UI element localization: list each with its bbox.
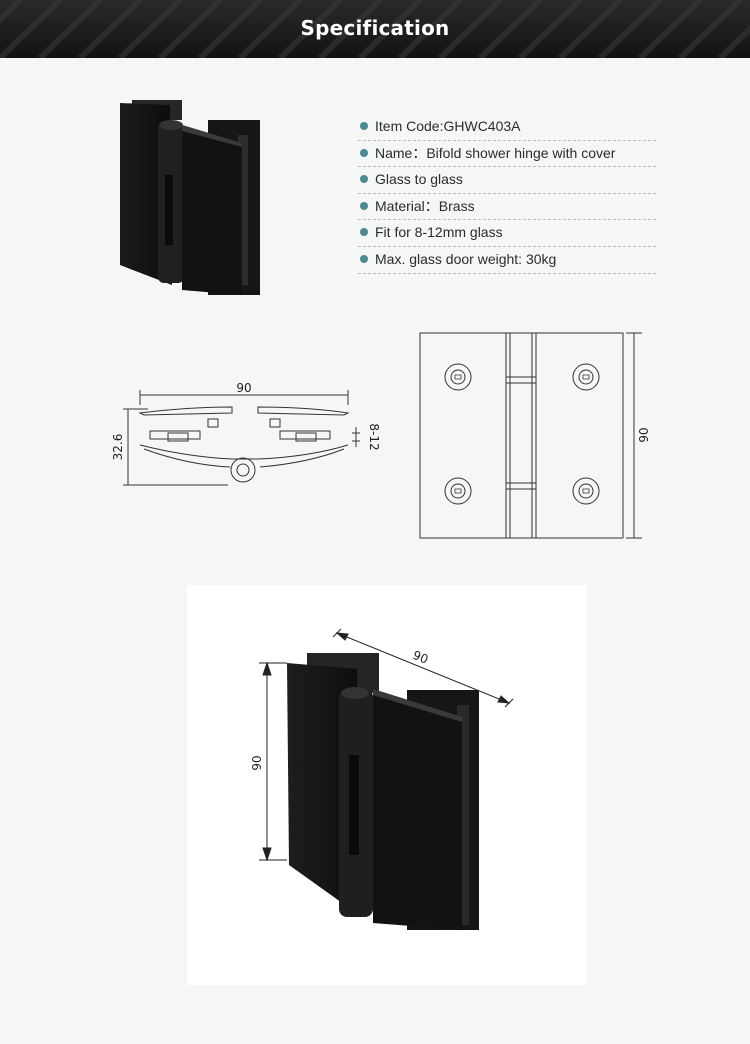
- spec-item: Material：Brass: [358, 194, 656, 221]
- dimension-photo-panel: 90 90: [187, 585, 587, 985]
- photo-height-label: 90: [250, 755, 264, 770]
- page-title: Specification: [300, 16, 450, 40]
- hinge-product-image: [120, 100, 260, 295]
- side-view-drawing: 90 32.6 8-12: [111, 381, 381, 486]
- header-banner: Specification: [0, 0, 750, 58]
- bullet-dot-icon: [360, 148, 368, 157]
- header-texture: [0, 0, 750, 58]
- bullet-dot-icon: [360, 254, 368, 263]
- spec-list: Item Code:GHWC403A Name：Bifold shower hi…: [358, 114, 656, 274]
- spec-item: Name：Bifold shower hinge with cover: [358, 141, 656, 168]
- bullet-dot-icon: [360, 228, 368, 237]
- hinge-dimension-photo: 90 90: [250, 628, 514, 930]
- side-width-label: 90: [236, 381, 251, 395]
- bullet-dot-icon: [360, 175, 368, 184]
- spec-item: Glass to glass: [358, 167, 656, 194]
- bullet-dot-icon: [360, 122, 368, 130]
- spec-item: Item Code:GHWC403A: [358, 114, 656, 141]
- photo-width-label: 90: [411, 648, 430, 667]
- spec-item: Fit for 8-12mm glass: [358, 220, 656, 247]
- bullet-dot-icon: [360, 201, 368, 210]
- side-height-label: 32.6: [111, 434, 125, 461]
- front-height-label: 90: [637, 427, 651, 442]
- glass-thickness-label: 8-12: [367, 423, 381, 450]
- spec-item: Max. glass door weight: 30kg: [358, 247, 656, 274]
- front-view-drawing: 90: [419, 332, 651, 539]
